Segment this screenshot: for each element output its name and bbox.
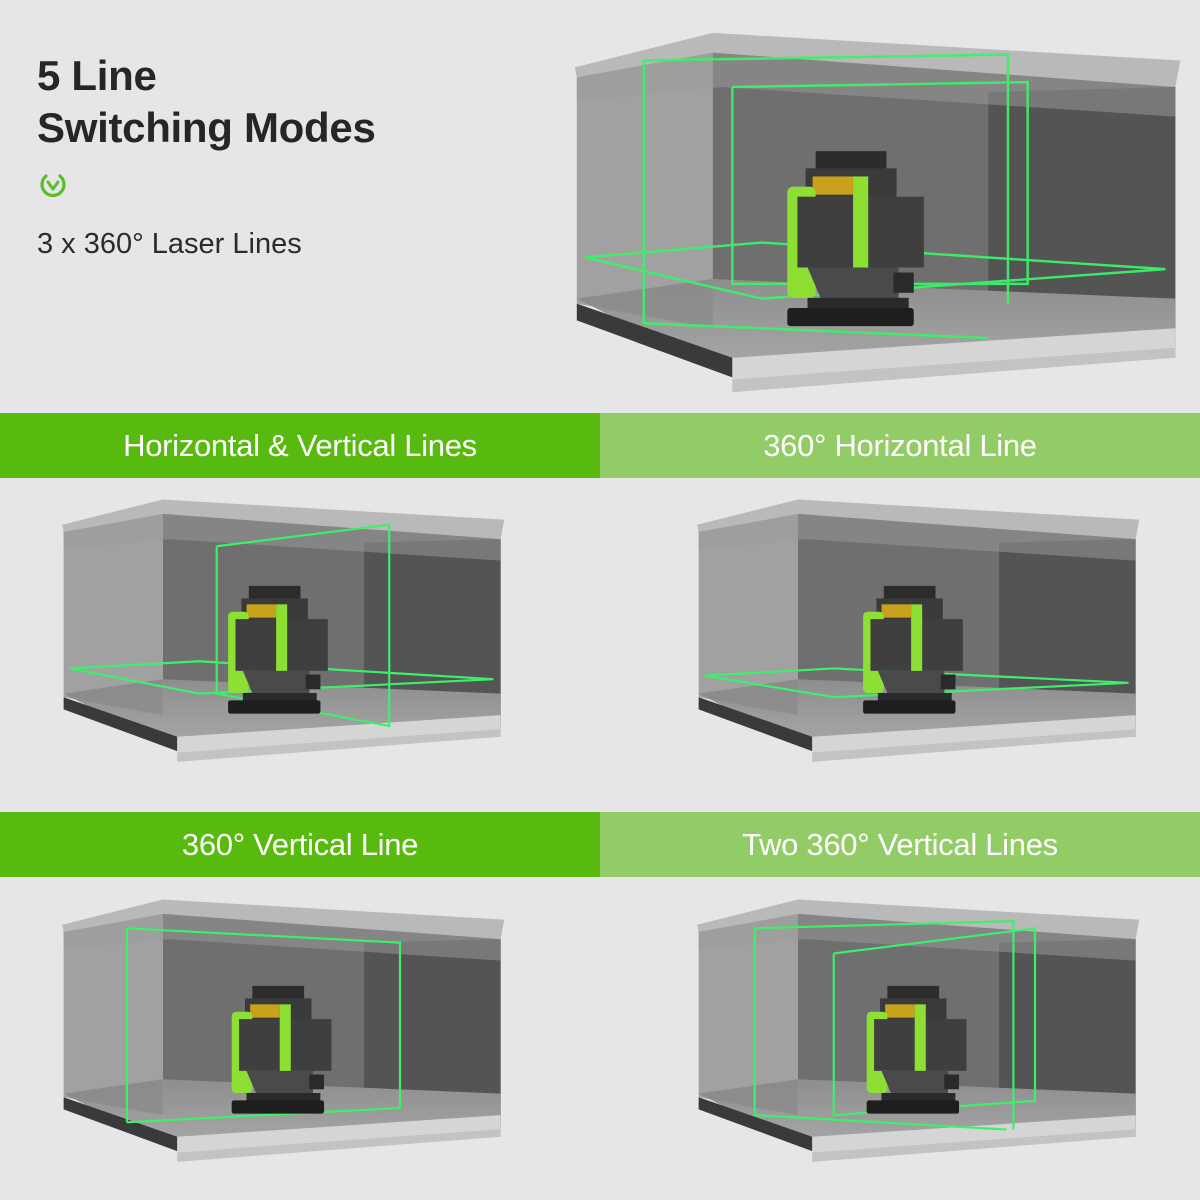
mode-band-row-2: 360° Vertical Line Two 360° Vertical Lin… — [0, 812, 1200, 877]
mode-label-horizontal-vertical: Horizontal & Vertical Lines — [0, 413, 600, 478]
mode-label-360-horizontal: 360° Horizontal Line — [600, 413, 1200, 478]
scene-360-vertical — [55, 890, 515, 1175]
subtitle: 3 x 360° Laser Lines — [37, 228, 302, 260]
check-circle-icon — [38, 171, 68, 199]
page-title: 5 Line Switching Modes — [37, 50, 376, 154]
mode-band-row-1: Horizontal & Vertical Lines 360° Horizon… — [0, 413, 1200, 478]
mode-label-360-vertical: 360° Vertical Line — [0, 812, 600, 877]
title-line-2: Switching Modes — [37, 104, 376, 151]
title-line-1: 5 Line — [37, 52, 157, 99]
scene-two-360-vertical — [690, 890, 1150, 1175]
mode-label-two-360-vertical: Two 360° Vertical Lines — [600, 812, 1200, 877]
scene-horizontal-vertical — [55, 490, 515, 775]
hero-scene-illustration — [565, 30, 1195, 400]
scene-360-horizontal — [690, 490, 1150, 775]
